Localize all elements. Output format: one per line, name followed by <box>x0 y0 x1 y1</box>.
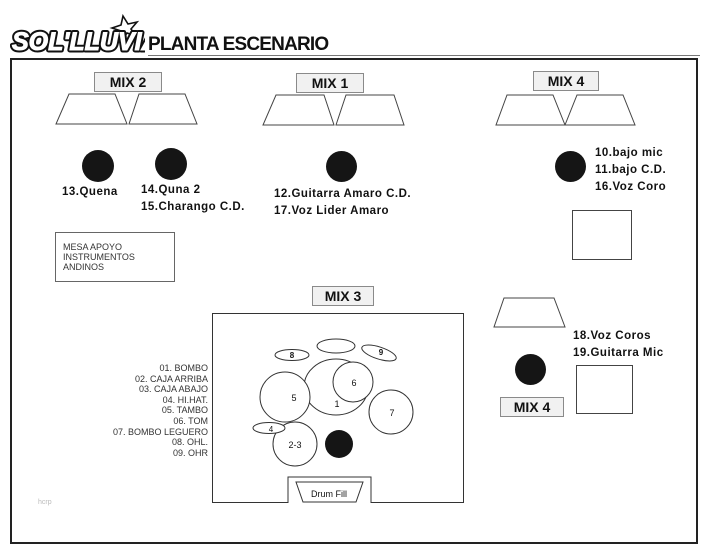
logo-text-outline: SOL'LLUVIA <box>12 28 145 56</box>
mix-1-label: MIX 1 <box>296 73 364 93</box>
label-guitarra-amaro: 12.Guitarra Amaro C.D. <box>274 188 412 200</box>
drum-channel-item: 07. BOMBO LEGUERO <box>112 426 208 437</box>
drum-channel-item: 03. CAJA ABAJO <box>138 384 208 395</box>
monitor-wedge <box>335 94 405 126</box>
monitor-wedge <box>55 93 128 125</box>
drum-label: 6 <box>351 378 356 388</box>
monitor-wedge <box>495 94 566 126</box>
mix-4-top-monitors <box>495 94 636 126</box>
guitar-amp-box <box>576 365 633 414</box>
bass-amp-box <box>572 210 632 260</box>
mix-2-label: MIX 2 <box>94 72 162 92</box>
monitor-wedge <box>128 93 198 125</box>
label-quena: 13.Quena <box>62 186 118 198</box>
mix-1-monitors <box>262 94 405 126</box>
drum-label: 2-3 <box>288 440 301 450</box>
drum-kit-diagram: 1 2-3 4 5 6 7 8 9 Drum Fill <box>212 313 464 503</box>
label-quna2: 14.Quna 2 <box>141 184 201 196</box>
mix-4-bottom-label: MIX 4 <box>500 397 564 417</box>
mic-quna2 <box>155 148 187 180</box>
mix-4-top-label: MIX 4 <box>533 71 599 91</box>
monitor-wedge <box>493 297 566 328</box>
label-bajo-cd: 11.bajo C.D. <box>595 164 667 176</box>
drum-channel-list: 01. BOMBO 02. CAJA ARRIBA 03. CAJA ABAJO… <box>92 363 208 458</box>
label-voz-lider: 17.Voz Lider Amaro <box>274 205 390 217</box>
drum-channel-item: 06. TOM <box>173 415 208 426</box>
snare <box>272 421 318 467</box>
mesa-apoyo-box: MESA APOYO INSTRUMENTOS ANDINOS <box>55 232 175 282</box>
title-divider <box>148 55 700 56</box>
hi-hat <box>252 422 286 434</box>
drum-label: 9 <box>379 348 384 357</box>
drum-channel-item: 09. OHR <box>172 447 208 458</box>
overhead-left <box>274 349 310 361</box>
drum-channel-item: 02. CAJA ARRIBA <box>134 373 208 384</box>
mix-4-bottom-monitor <box>493 297 566 328</box>
mesa-apoyo-line: MESA APOYO <box>63 242 123 252</box>
drum-fill-monitor <box>295 481 364 503</box>
label-voz-coro: 16.Voz Coro <box>595 181 667 193</box>
tambo <box>259 371 311 423</box>
drum-fill-label: Drum Fill <box>311 489 347 499</box>
watermark: hcrp <box>38 499 52 506</box>
drum-label: 7 <box>389 408 394 418</box>
mesa-apoyo-line: INSTRUMENTOS <box>63 252 135 262</box>
mesa-apoyo-line: ANDINOS <box>63 262 105 272</box>
sol-lluvia-logo: SOL'LLUVIA SOL'LLUVIA <box>10 13 145 56</box>
drum-label: 8 <box>290 351 295 360</box>
drum-mic <box>325 430 353 458</box>
tom <box>332 361 374 403</box>
drum-label: 5 <box>291 393 296 403</box>
logo-text: SOL'LLUVIA <box>12 28 145 56</box>
mic-voz-coros <box>515 354 546 385</box>
label-charango: 15.Charango C.D. <box>141 201 245 213</box>
page-title: PLANTA ESCENARIO <box>148 34 329 55</box>
drum-channel-item: 05. TAMBO <box>161 405 208 416</box>
bombo-leguero <box>368 389 414 435</box>
label-guitarra-mic: 19.Guitarra Mic <box>573 347 664 359</box>
mix-3-label: MIX 3 <box>312 286 374 306</box>
label-voz-coros: 18.Voz Coros <box>573 330 651 342</box>
mix-2-monitors <box>55 93 198 125</box>
drum-channel-item: 08. OHL. <box>171 437 208 448</box>
drum-label: 4 <box>269 425 274 434</box>
monitor-wedge <box>564 94 636 126</box>
overhead-right <box>361 344 397 362</box>
monitor-wedge <box>262 94 335 126</box>
mic-bajo <box>555 151 586 182</box>
drum-label: 1 <box>334 399 339 409</box>
drum-channel-item: 04. HI.HAT. <box>162 394 208 405</box>
cymbal-top <box>316 338 356 354</box>
label-bajo-mic: 10.bajo mic <box>595 147 664 159</box>
mic-guitarra-amaro <box>326 151 357 182</box>
drum-channel-item: 01. BOMBO <box>159 363 208 373</box>
mic-quena <box>82 150 114 182</box>
